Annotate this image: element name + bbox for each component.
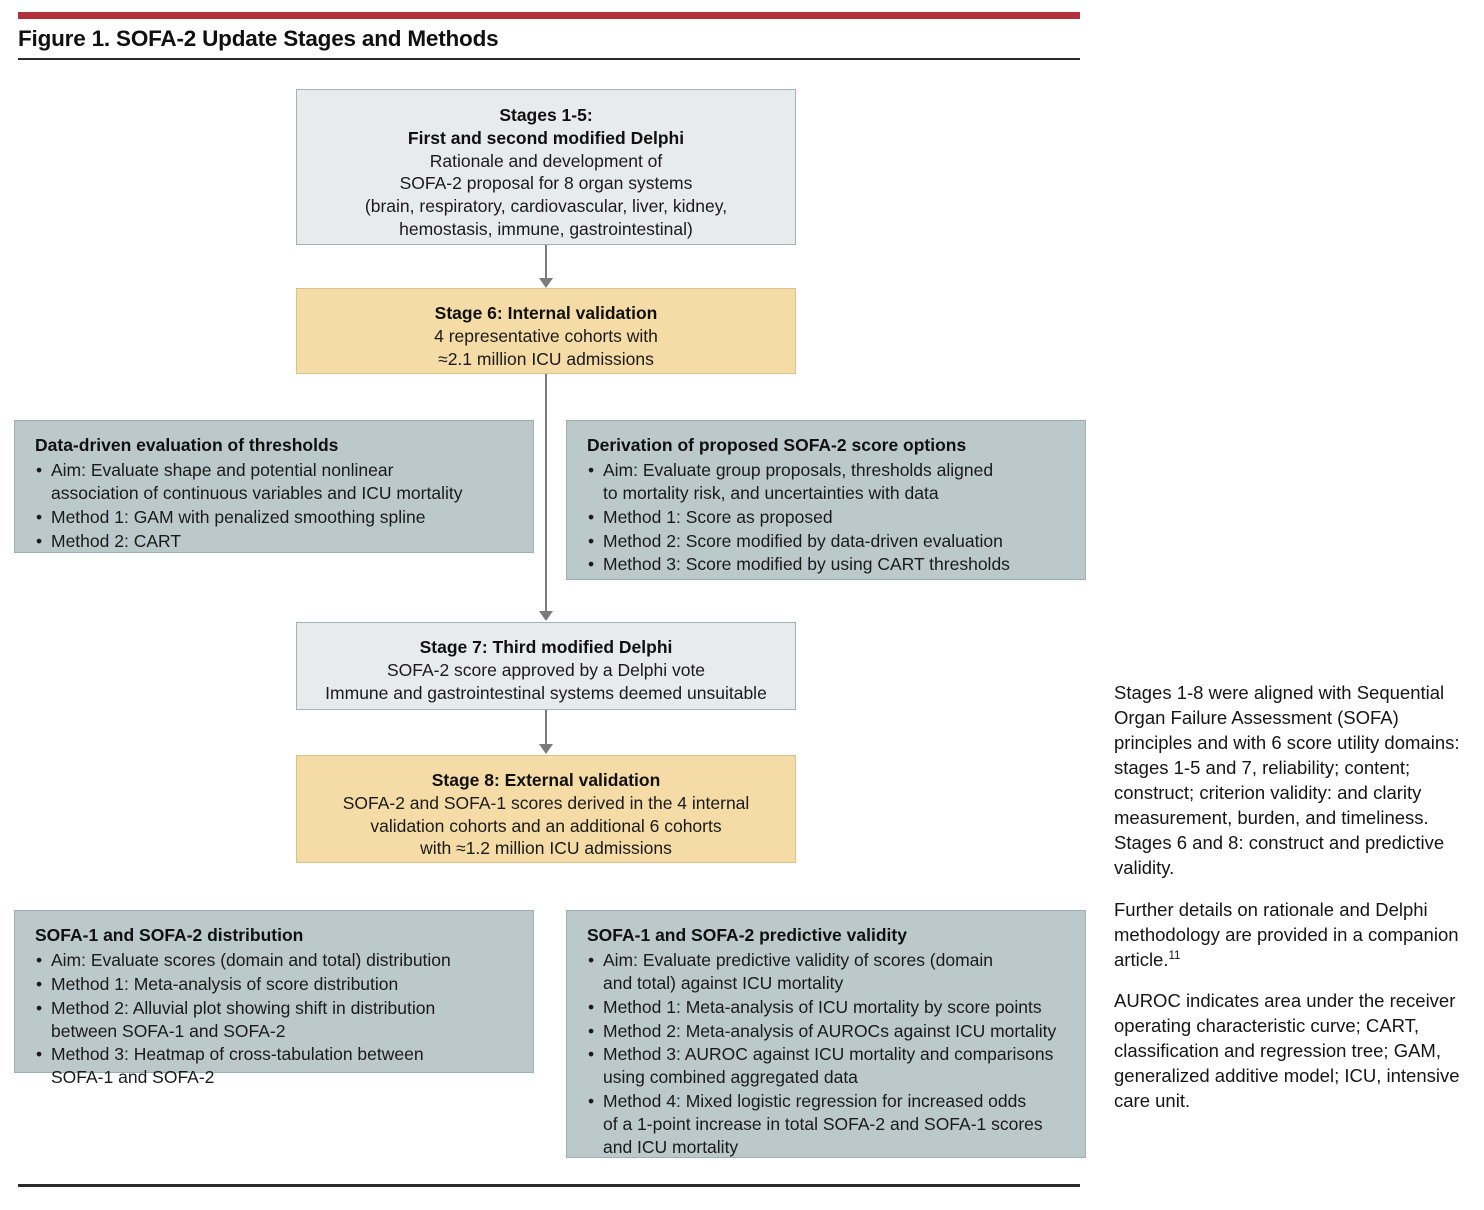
thresholds-box: Data-driven evaluation of thresholds Aim… (14, 420, 534, 553)
bullet-main: Method 1: GAM with penalized smoothing s… (51, 506, 426, 527)
stage-1-5-title-line1: Stages 1-5: (499, 105, 593, 125)
bullet-main: Method 4: Mixed logistic regression for … (603, 1091, 1027, 1112)
bullet-main: Aim: Evaluate scores (domain and total) … (51, 949, 451, 970)
list-item: Method 2: Alluvial plot showing shift in… (35, 997, 517, 1043)
bullet-main: Aim: Evaluate predictive validity of sco… (603, 949, 994, 970)
list-item: Method 3: AUROC against ICU mortality an… (587, 1043, 1069, 1089)
stage-8-box: Stage 8: External validation SOFA-2 and … (296, 755, 796, 863)
figure-title: Figure 1. SOFA-2 Update Stages and Metho… (18, 26, 499, 51)
bullet-main: Method 3: Heatmap of cross-tabulation be… (51, 1044, 424, 1065)
bullet-cont2: and ICU mortality (603, 1137, 739, 1158)
stage-6-box: Stage 6: Internal validation 4 represent… (296, 288, 796, 374)
stage-1-5-line-4: hemostasis, immune, gastrointestinal) (399, 218, 693, 239)
bullet-cont: between SOFA-1 and SOFA-2 (51, 1020, 286, 1041)
arrowhead-stage8 (539, 744, 553, 754)
arrowhead-stage6 (539, 278, 553, 288)
footer-rule (18, 1184, 1080, 1187)
stage-7-title: Stage 7: Third modified Delphi (419, 637, 673, 657)
figure-caption: Stages 1-8 were aligned with Sequential … (1114, 680, 1466, 1113)
distribution-title: SOFA-1 and SOFA-2 distribution (35, 925, 304, 945)
bullet-cont: using combined aggregated data (603, 1067, 858, 1088)
bullet-cont: SOFA-1 and SOFA-2 (51, 1067, 215, 1088)
title-rule (18, 58, 1080, 60)
bullet-main: Aim: Evaluate shape and potential nonlin… (51, 459, 394, 480)
connector-stage1-5-to-stage6 (545, 245, 547, 281)
stage-7-line-2: Immune and gastrointestinal systems deem… (325, 682, 767, 703)
bullet-cont: to mortality risk, and uncertainties wit… (603, 482, 939, 503)
stage-8-line-1: SOFA-2 and SOFA-1 scores derived in the … (342, 792, 750, 813)
list-item: Aim: Evaluate predictive validity of sco… (587, 949, 1069, 995)
stage-7-line-1: SOFA-2 score approved by a Delphi vote (386, 659, 706, 680)
thresholds-bullet-list: Aim: Evaluate shape and potential nonlin… (35, 459, 517, 553)
bullet-main: Method 2: CART (51, 530, 182, 551)
list-item: Method 4: Mixed logistic regression for … (587, 1090, 1069, 1159)
caption-paragraph-2: Further details on rationale and Delphi … (1114, 897, 1466, 972)
list-item: Method 2: Score modified by data-driven … (587, 530, 1069, 553)
caption-paragraph-2-text: Further details on rationale and Delphi … (1114, 898, 1459, 970)
connector-stage6-to-stage7 (545, 374, 547, 614)
bullet-main: Method 2: Alluvial plot showing shift in… (51, 997, 436, 1018)
list-item: Method 3: Heatmap of cross-tabulation be… (35, 1043, 517, 1089)
bullet-main: Method 1: Score as proposed (603, 506, 833, 527)
stage-1-5-box: Stages 1-5: First and second modified De… (296, 89, 796, 245)
list-item: Method 1: Meta-analysis of score distrib… (35, 973, 517, 996)
list-item: Method 2: CART (35, 530, 517, 553)
predictive-bullet-list: Aim: Evaluate predictive validity of sco… (587, 949, 1069, 1159)
derivation-box: Derivation of proposed SOFA-2 score opti… (566, 420, 1086, 580)
bullet-main: Method 3: AUROC against ICU mortality an… (603, 1044, 1054, 1065)
stage-6-title: Stage 6: Internal validation (434, 303, 658, 323)
list-item: Method 1: GAM with penalized smoothing s… (35, 506, 517, 529)
bullet-main: Method 3: Score modified by using CART t… (603, 554, 1010, 575)
predictive-validity-title: SOFA-1 and SOFA-2 predictive validity (587, 925, 907, 945)
stage-7-box: Stage 7: Third modified Delphi SOFA-2 sc… (296, 622, 796, 710)
stage-1-5-title-line2: First and second modified Delphi (407, 127, 685, 148)
arrowhead-stage7 (539, 611, 553, 621)
bullet-main: Method 1: Meta-analysis of ICU mortality… (603, 996, 1042, 1017)
list-item: Method 1: Meta-analysis of ICU mortality… (587, 996, 1069, 1019)
derivation-bullet-list: Aim: Evaluate group proposals, threshold… (587, 459, 1069, 577)
bullet-main: Method 1: Meta-analysis of score distrib… (51, 973, 399, 994)
stage-8-title: Stage 8: External validation (431, 770, 661, 790)
caption-paragraph-3: AUROC indicates area under the receiver … (1114, 989, 1460, 1111)
caption-paragraph-1: Stages 1-8 were aligned with Sequential … (1114, 682, 1460, 879)
list-item: Aim: Evaluate group proposals, threshold… (587, 459, 1069, 505)
stage-1-5-line-2: SOFA-2 proposal for 8 organ systems (399, 173, 693, 194)
thresholds-title: Data-driven evaluation of thresholds (35, 435, 339, 455)
distribution-box: SOFA-1 and SOFA-2 distribution Aim: Eval… (14, 910, 534, 1087)
stage-6-line-2: ≈2.1 million ICU admissions (438, 348, 654, 369)
bullet-cont: and total) against ICU mortality (603, 972, 844, 993)
list-item: Method 2: Meta-analysis of AUROCs agains… (587, 1020, 1069, 1043)
stage-1-5-line-1: Rationale and development of (429, 150, 663, 171)
stage-8-line-3: with ≈1.2 million ICU admissions (420, 838, 672, 859)
bullet-cont: association of continuous variables and … (51, 482, 463, 503)
predictive-validity-box: SOFA-1 and SOFA-2 predictive validity Ai… (566, 910, 1086, 1158)
stage-6-line-1: 4 representative cohorts with (434, 325, 658, 346)
bullet-main: Aim: Evaluate group proposals, threshold… (603, 459, 994, 480)
list-item: Method 1: Score as proposed (587, 506, 1069, 529)
bullet-cont: of a 1-point increase in total SOFA-2 an… (603, 1114, 1043, 1135)
accent-rule-top (18, 12, 1080, 19)
caption-reference-marker: 11 (1168, 949, 1181, 962)
derivation-title: Derivation of proposed SOFA-2 score opti… (587, 435, 967, 455)
connector-stage7-to-stage8 (545, 710, 547, 746)
stage-8-line-2: validation cohorts and an additional 6 c… (370, 815, 722, 836)
list-item: Method 3: Score modified by using CART t… (587, 553, 1069, 576)
distribution-bullet-list: Aim: Evaluate scores (domain and total) … (35, 949, 517, 1090)
list-item: Aim: Evaluate scores (domain and total) … (35, 949, 517, 972)
list-item: Aim: Evaluate shape and potential nonlin… (35, 459, 517, 505)
stage-1-5-line-3: (brain, respiratory, cardiovascular, liv… (364, 196, 728, 216)
bullet-main: Method 2: Meta-analysis of AUROCs agains… (603, 1020, 1057, 1041)
bullet-main: Method 2: Score modified by data-driven … (603, 530, 1003, 551)
